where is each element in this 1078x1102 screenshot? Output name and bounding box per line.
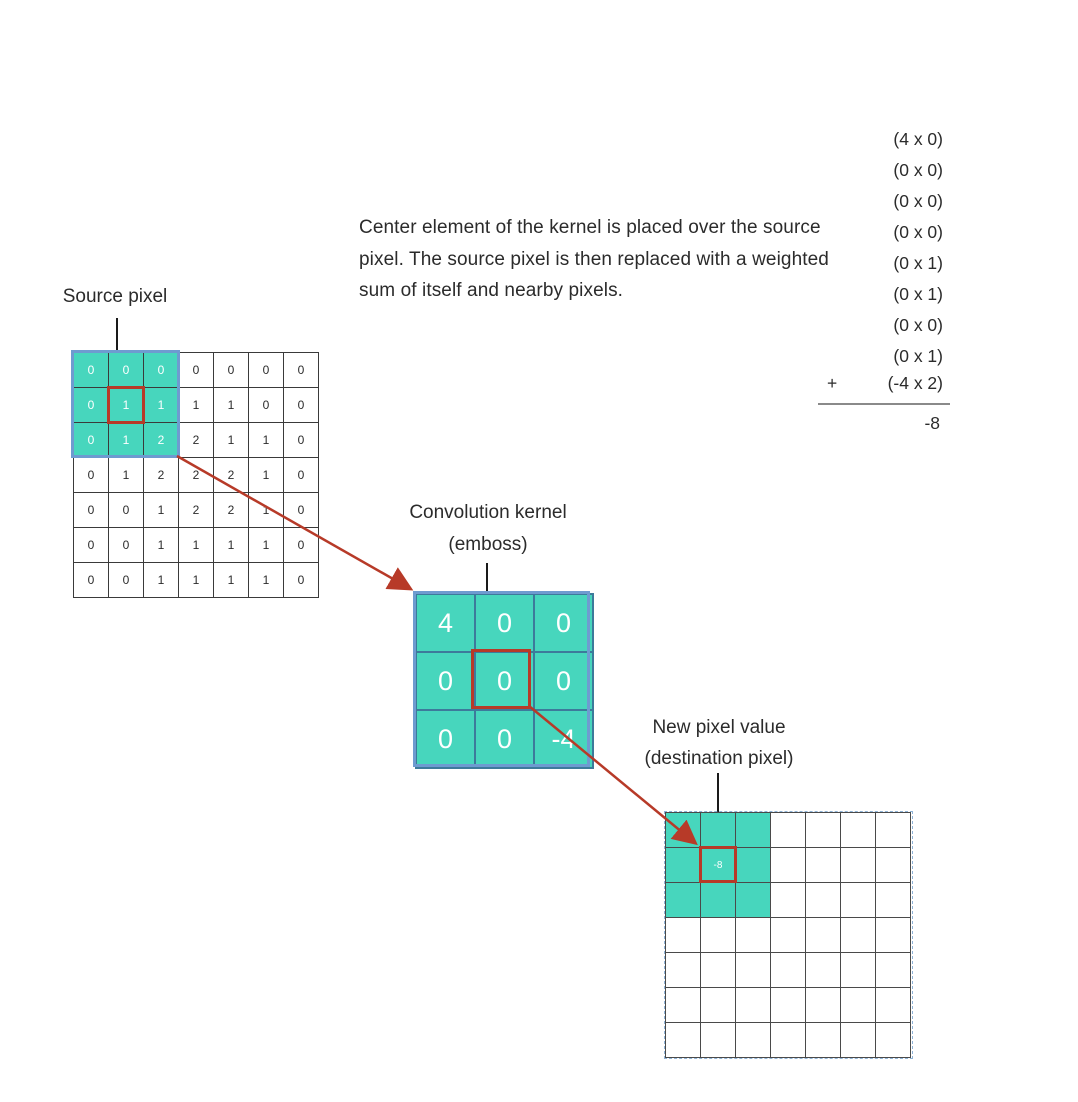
source-cell: 0: [108, 352, 144, 388]
dest-cell: [840, 987, 876, 1023]
kernel-cell: 0: [474, 651, 535, 711]
kernel-cell: 0: [533, 593, 594, 653]
calc-term: (0 x 1): [893, 346, 943, 366]
source-cell: 2: [143, 457, 179, 493]
dest-cell: [735, 847, 771, 883]
dest-cell: [875, 1022, 911, 1058]
calc-term: (-4 x 2): [887, 373, 943, 393]
source-cell: 0: [283, 387, 319, 423]
dest-cell: [735, 917, 771, 953]
kernel-cell: 0: [474, 709, 535, 769]
dest-cell: [665, 917, 701, 953]
dest-cell: [770, 812, 806, 848]
sum-divider: [818, 403, 950, 405]
dest-cell: [875, 847, 911, 883]
calc-operator: +: [827, 373, 838, 393]
source-cell: 0: [213, 352, 249, 388]
source-cell: 0: [283, 352, 319, 388]
source-image-grid: 0 0 0 0 0 0 0 0 1 1 1 1 0 0 0 1 2 2 1 1 …: [73, 352, 319, 598]
kernel-subtitle: (emboss): [448, 534, 528, 555]
dest-cell: [805, 847, 841, 883]
source-cell: 0: [283, 422, 319, 458]
description-text: Center element of the kernel is placed o…: [359, 217, 829, 301]
source-cell: 1: [213, 562, 249, 598]
dest-cell: [700, 1022, 736, 1058]
source-cell: 0: [283, 492, 319, 528]
source-cell: 1: [143, 387, 179, 423]
source-cell: 0: [283, 562, 319, 598]
source-cell: 1: [213, 387, 249, 423]
source-cell: 0: [143, 352, 179, 388]
dest-cell: [665, 952, 701, 988]
dest-cell: [805, 812, 841, 848]
dest-cell: [665, 987, 701, 1023]
dest-cell: [665, 847, 701, 883]
kernel-pointer: [486, 563, 488, 605]
source-cell: 1: [178, 387, 214, 423]
source-cell: 0: [248, 352, 284, 388]
new-pixel-title: New pixel value: [652, 717, 786, 738]
dest-cell: [665, 882, 701, 918]
convolution-kernel-grid: 4 0 0 0 0 0 0 0 -4: [415, 593, 594, 769]
dest-cell: [700, 882, 736, 918]
dest-cell: [840, 847, 876, 883]
kernel-label: Convolution kernel (emboss): [378, 497, 598, 561]
dest-cell: [770, 987, 806, 1023]
source-cell: 1: [248, 492, 284, 528]
source-cell: 1: [178, 527, 214, 563]
dest-cell: [735, 812, 771, 848]
source-cell: 1: [178, 562, 214, 598]
dest-cell: [875, 987, 911, 1023]
kernel-cell: 4: [415, 593, 476, 653]
source-cell: 0: [73, 492, 109, 528]
calc-term: (0 x 0): [893, 315, 943, 335]
dest-cell: [805, 952, 841, 988]
source-cell: 1: [248, 527, 284, 563]
kernel-cell: 0: [533, 651, 594, 711]
calc-term: (4 x 0): [893, 129, 943, 149]
kernel-cell: 0: [474, 593, 535, 653]
new-pixel-subtitle: (destination pixel): [644, 748, 794, 769]
source-pixel-label: Source pixel: [62, 286, 168, 307]
arrow-source-to-kernel: [176, 454, 414, 591]
kernel-cell: 0: [415, 651, 476, 711]
dest-cell: [840, 812, 876, 848]
source-cell: 0: [283, 457, 319, 493]
source-cell: 0: [73, 422, 109, 458]
calc-term: (0 x 1): [893, 253, 943, 273]
source-cell: 0: [108, 562, 144, 598]
dest-cell: [700, 987, 736, 1023]
calc-term: (0 x 0): [893, 222, 943, 242]
kernel-cell: 0: [415, 709, 476, 769]
dest-cell: [700, 812, 736, 848]
calc-term: (0 x 0): [893, 191, 943, 211]
source-cell: 2: [213, 492, 249, 528]
dest-cell: [875, 812, 911, 848]
kernel-title: Convolution kernel: [409, 502, 567, 523]
calc-result: -8: [924, 413, 940, 433]
source-cell: 0: [73, 352, 109, 388]
dest-cell: [700, 917, 736, 953]
source-cell: 1: [248, 562, 284, 598]
calc-term: (0 x 0): [893, 160, 943, 180]
source-cell: 0: [73, 387, 109, 423]
dest-cell: [805, 987, 841, 1023]
dest-cell: [875, 952, 911, 988]
new-pixel-label: New pixel value (destination pixel): [612, 712, 826, 774]
calc-term: (0 x 1): [893, 284, 943, 304]
source-cell: 1: [213, 422, 249, 458]
arrow-kernel-to-destination: [528, 705, 698, 846]
source-cell: 0: [73, 457, 109, 493]
